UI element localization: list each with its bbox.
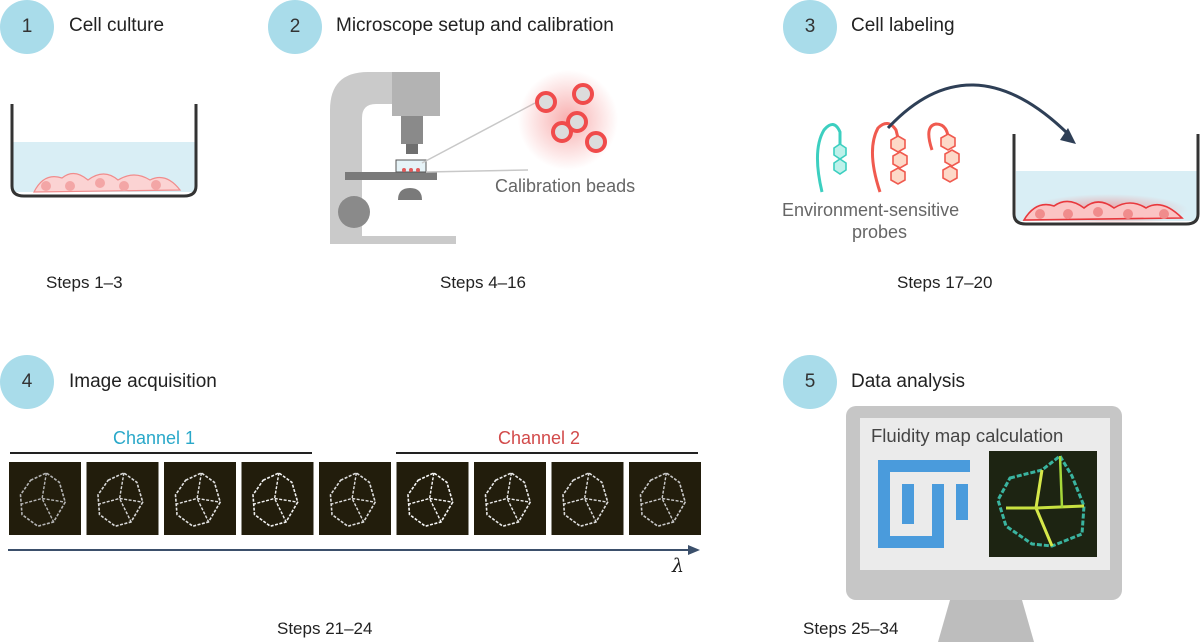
cell-junction-line: [20, 497, 66, 505]
step-4-number: 4: [21, 371, 33, 392]
culture-cells: [33, 172, 182, 193]
cell-junction-line: [41, 472, 55, 523]
labeling-arrow: [886, 83, 1076, 144]
step-4-title: Image acquisition: [69, 371, 217, 392]
step-3-number: 3: [804, 16, 816, 37]
probes-label-line1: Environment-sensitive: [782, 200, 960, 220]
step-5-range: Steps 25–34: [803, 619, 899, 638]
cell-junction-line: [485, 497, 531, 505]
step-5-badge: 5: [783, 355, 837, 409]
cell-junction-line: [196, 472, 210, 523]
probe-cyan: [815, 123, 847, 193]
wavelength-axis: [8, 545, 700, 555]
cell-junction-line: [118, 472, 132, 523]
step-3-title: Cell labeling: [851, 15, 955, 36]
step-2-badge: 2: [268, 0, 322, 54]
cell-junction-line: [506, 472, 520, 523]
fluidity-map-membranes: [996, 454, 1086, 548]
probes-label-line2: probes: [852, 222, 908, 242]
step-3-range: Steps 17–20: [897, 273, 993, 292]
culture-dish: [10, 104, 198, 198]
cell-junction-line: [407, 497, 453, 505]
cell-junction-line: [330, 497, 376, 505]
channel-1-label: Channel 1: [113, 428, 196, 448]
step-4-range: Steps 21–24: [277, 619, 373, 638]
cell-junction-line: [97, 497, 143, 505]
fluidity-map-image: [989, 451, 1097, 557]
cell-junction-line: [273, 472, 287, 523]
cell-junction-line: [661, 472, 675, 523]
channel-2-label: Channel 2: [498, 428, 581, 448]
cell-junction-line: [252, 497, 298, 505]
step-2-range: Steps 4–16: [440, 273, 527, 292]
step-5-number: 5: [804, 371, 816, 392]
step-1-number: 1: [21, 16, 33, 37]
calibration-beads: [518, 70, 618, 170]
fluidity-map-label: Fluidity map calculation: [871, 425, 1063, 446]
lambda-label: λ: [671, 555, 684, 577]
step-2-title: Microscope setup and calibration: [336, 15, 614, 36]
fiji-logo: [878, 460, 970, 548]
cell-junction-line: [428, 472, 442, 523]
step-1-badge: 1: [0, 0, 54, 54]
step-1-title: Cell culture: [69, 15, 165, 36]
step-1-range: Steps 1–3: [46, 273, 123, 292]
spectral-image-frames: [9, 462, 701, 535]
probe-red-2: [927, 122, 960, 183]
probe-red-1: [870, 122, 908, 193]
cell-junction-line: [640, 497, 686, 505]
cell-junction-line: [583, 472, 597, 523]
cell-junction-line: [562, 497, 608, 505]
calibration-beads-label: Calibration beads: [495, 176, 636, 196]
step-3-badge: 3: [783, 0, 837, 54]
step-4-badge: 4: [0, 355, 54, 409]
step-2-number: 2: [289, 16, 301, 37]
labeled-dish: [1012, 134, 1200, 226]
step-5-title: Data analysis: [851, 371, 966, 392]
cell-junction-line: [175, 497, 221, 505]
cell-junction-line: [351, 472, 365, 523]
microscope: [330, 72, 536, 244]
